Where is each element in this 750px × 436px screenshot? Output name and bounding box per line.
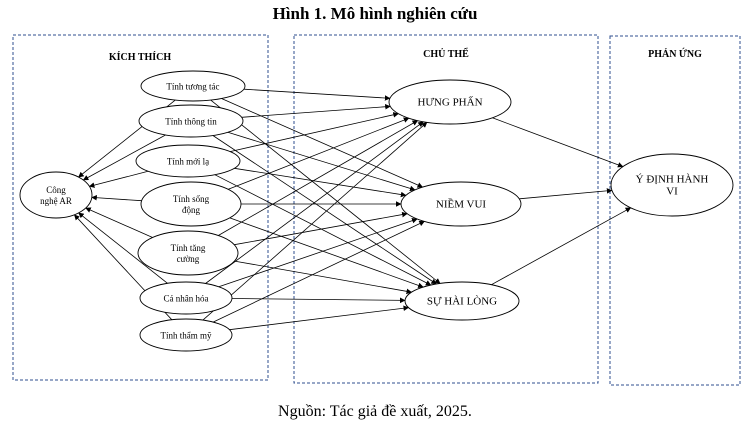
edge-satisfaction-to-intention xyxy=(491,207,632,286)
node-interactivity-shape xyxy=(140,70,246,102)
edge-interactivity-to-arousal xyxy=(243,88,391,101)
edge-vividness-to-ar xyxy=(91,194,142,202)
edge-novelty-to-pleasure xyxy=(234,167,407,198)
edge-vividness-to-satisfaction xyxy=(229,217,424,289)
node-intention-shape xyxy=(610,153,734,217)
node-augmentation-label: Tính tăng xyxy=(171,243,206,253)
node-novelty: Tính mới lạ xyxy=(135,144,241,178)
edge-novelty-to-satisfaction xyxy=(214,174,432,286)
edge-augmentation-to-arousal xyxy=(218,120,419,236)
edge-interactivity-to-pleasure xyxy=(221,98,424,188)
node-pleasure: NIỀM VUI xyxy=(400,181,522,227)
node-arousal-shape xyxy=(388,79,512,125)
node-aesthetics-label: Tính thẩm mỹ xyxy=(161,331,212,341)
node-informativeness-label: Tính thông tin xyxy=(165,117,217,127)
edge-vividness-to-arousal xyxy=(228,117,410,190)
node-ar-technology-label: nghệ AR xyxy=(40,196,72,206)
node-aesthetics: Tính thẩm mỹ xyxy=(139,318,233,352)
node-vividness-shape xyxy=(140,181,242,227)
node-pleasure-label: NIỀM VUI xyxy=(436,198,487,211)
edge-informativeness-to-ar xyxy=(82,134,166,181)
node-personalization-label: Cá nhân hóa xyxy=(164,294,209,304)
node-aesthetics-shape xyxy=(139,318,233,352)
node-informativeness-shape xyxy=(138,104,244,138)
node-vividness-label: động xyxy=(182,205,201,215)
figure-caption: Nguồn: Tác giả đề xuất, 2025. xyxy=(278,403,472,420)
node-satisfaction-label: SỰ HÀI LÒNG xyxy=(427,296,497,308)
node-ar-technology-label: Công xyxy=(46,185,66,195)
edge-augmentation-to-ar xyxy=(85,207,153,238)
node-satisfaction: SỰ HÀI LÒNG xyxy=(404,281,520,321)
figure-title: Hình 1. Mô hình nghiên cứu xyxy=(272,4,478,23)
node-intention-label: Ý ĐỊNH HÀNH xyxy=(636,174,709,186)
response-group-label: PHẢN ỨNG xyxy=(648,48,702,60)
organism-group-box xyxy=(293,34,599,384)
node-augmentation-label: cường xyxy=(177,254,200,264)
node-arousal-label: HƯNG PHẤN xyxy=(417,96,482,109)
node-vividness-label: Tính sống xyxy=(173,194,210,204)
edge-informativeness-to-arousal xyxy=(241,103,391,118)
node-arousal: HƯNG PHẤN xyxy=(388,79,512,125)
edge-personalization-to-pleasure xyxy=(218,217,418,288)
edges-layer xyxy=(74,88,632,331)
edge-informativeness-to-pleasure xyxy=(227,131,416,192)
node-novelty-shape xyxy=(135,144,241,178)
edge-aesthetics-to-satisfaction xyxy=(229,305,410,331)
edge-arousal-to-intention xyxy=(492,117,624,168)
node-personalization-shape xyxy=(139,281,233,315)
node-augmentation-shape xyxy=(137,230,239,276)
node-informativeness: Tính thông tin xyxy=(138,104,244,138)
edge-novelty-to-ar xyxy=(88,170,149,188)
response-group-box xyxy=(609,35,741,386)
node-interactivity-label: Tính tương tác xyxy=(166,82,219,92)
node-satisfaction-shape xyxy=(404,281,520,321)
edge-augmentation-to-satisfaction xyxy=(234,260,413,295)
node-intention-label: VI xyxy=(666,186,678,198)
node-interactivity: Tính tương tác xyxy=(140,70,246,102)
edge-personalization-to-ar xyxy=(78,212,168,284)
edge-personalization-to-satisfaction xyxy=(231,297,406,304)
edge-novelty-to-arousal xyxy=(229,112,399,152)
edge-informativeness-to-satisfaction xyxy=(212,135,437,285)
edge-aesthetics-to-arousal xyxy=(202,122,428,321)
stimulus-group-label: KÍCH THÍCH xyxy=(109,51,172,63)
node-novelty-label: Tính mới lạ xyxy=(167,157,209,167)
node-personalization: Cá nhân hóa xyxy=(139,281,233,315)
edge-personalization-to-arousal xyxy=(205,121,424,284)
node-pleasure-shape xyxy=(400,181,522,227)
edge-pleasure-to-intention xyxy=(519,188,613,200)
edge-interactivity-to-satisfaction xyxy=(210,99,441,284)
node-ar-technology-shape xyxy=(19,171,93,219)
stimulus-group-box xyxy=(12,34,269,381)
organism-group-label: CHỦ THỂ xyxy=(423,47,469,60)
edge-augmentation-to-pleasure xyxy=(234,211,408,246)
edge-aesthetics-to-pleasure xyxy=(212,221,425,323)
